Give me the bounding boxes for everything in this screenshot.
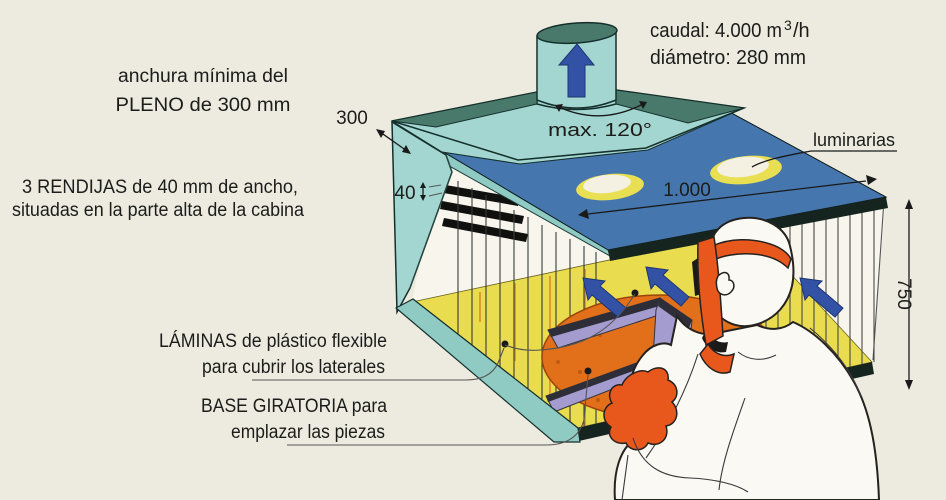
label-plenum-line1: anchura mínima del	[118, 66, 288, 87]
label-plenum-line2: PLENO de 300 mm	[116, 95, 291, 116]
dimension-750-value: 750	[893, 278, 914, 310]
dimension-cabin-height: 750	[893, 199, 914, 390]
duct-specs: caudal: 4.000 m 3 /h diámetro: 280 mm	[650, 17, 810, 69]
label-slits-line2: situadas en la parte alta de la cabina	[12, 200, 304, 221]
dimension-cabin-width: 1.000	[578, 175, 877, 219]
label-sheets-line2: para cubrir los laterales	[202, 357, 385, 378]
worker	[613, 216, 881, 500]
label-flow-suffix: /h	[793, 20, 810, 42]
dimension-slit-width: 40	[394, 182, 443, 204]
luminaire	[576, 173, 644, 201]
slit	[440, 201, 524, 224]
spray-gun	[603, 367, 678, 451]
respirator-mask	[699, 342, 736, 374]
label-flow-sup: 3	[784, 17, 792, 33]
label-flow-prefix: caudal: 4.000 m	[650, 20, 782, 42]
respirator-headband	[711, 239, 792, 270]
airflow-arrow-icon	[645, 266, 690, 307]
label-base-line2: emplazar las piezas	[231, 422, 385, 443]
airflow-arrow-icon	[799, 277, 844, 318]
dimension-300-value: 300	[336, 108, 368, 129]
label-luminaires: luminarias	[813, 130, 895, 150]
airflow-arrows	[582, 266, 844, 318]
exhaust-duct	[536, 21, 618, 109]
label-sheets-line1: LÁMINAS de plástico flexible	[159, 331, 387, 352]
air-hose	[632, 437, 749, 493]
dimension-40-value: 40	[394, 183, 415, 204]
left-wall	[391, 120, 581, 443]
label-slits-line1: 3 RENDIJAS de 40 mm de ancho,	[22, 177, 298, 198]
leader-lines	[252, 289, 639, 446]
extraction-hood	[391, 89, 747, 161]
label-base-line1: BASE GIRATORIA para	[201, 396, 387, 417]
luminaire	[710, 155, 782, 185]
dimension-1000-value: 1.000	[663, 180, 711, 201]
dimension-max-angle: max. 120°	[548, 101, 652, 140]
luminaires-callout: luminarias	[751, 130, 897, 168]
side-notes: anchura mínima del PLENO de 300 mm 3 REN…	[12, 66, 387, 443]
duct-airflow-arrow-icon	[557, 43, 596, 98]
dimension-plenum-depth: 300	[336, 108, 411, 154]
respirator-strap	[697, 236, 724, 347]
worker-ear	[715, 271, 735, 296]
label-diameter: diámetro: 280 mm	[650, 47, 806, 69]
label-max-angle: max. 120°	[548, 120, 652, 140]
slit	[442, 218, 528, 242]
